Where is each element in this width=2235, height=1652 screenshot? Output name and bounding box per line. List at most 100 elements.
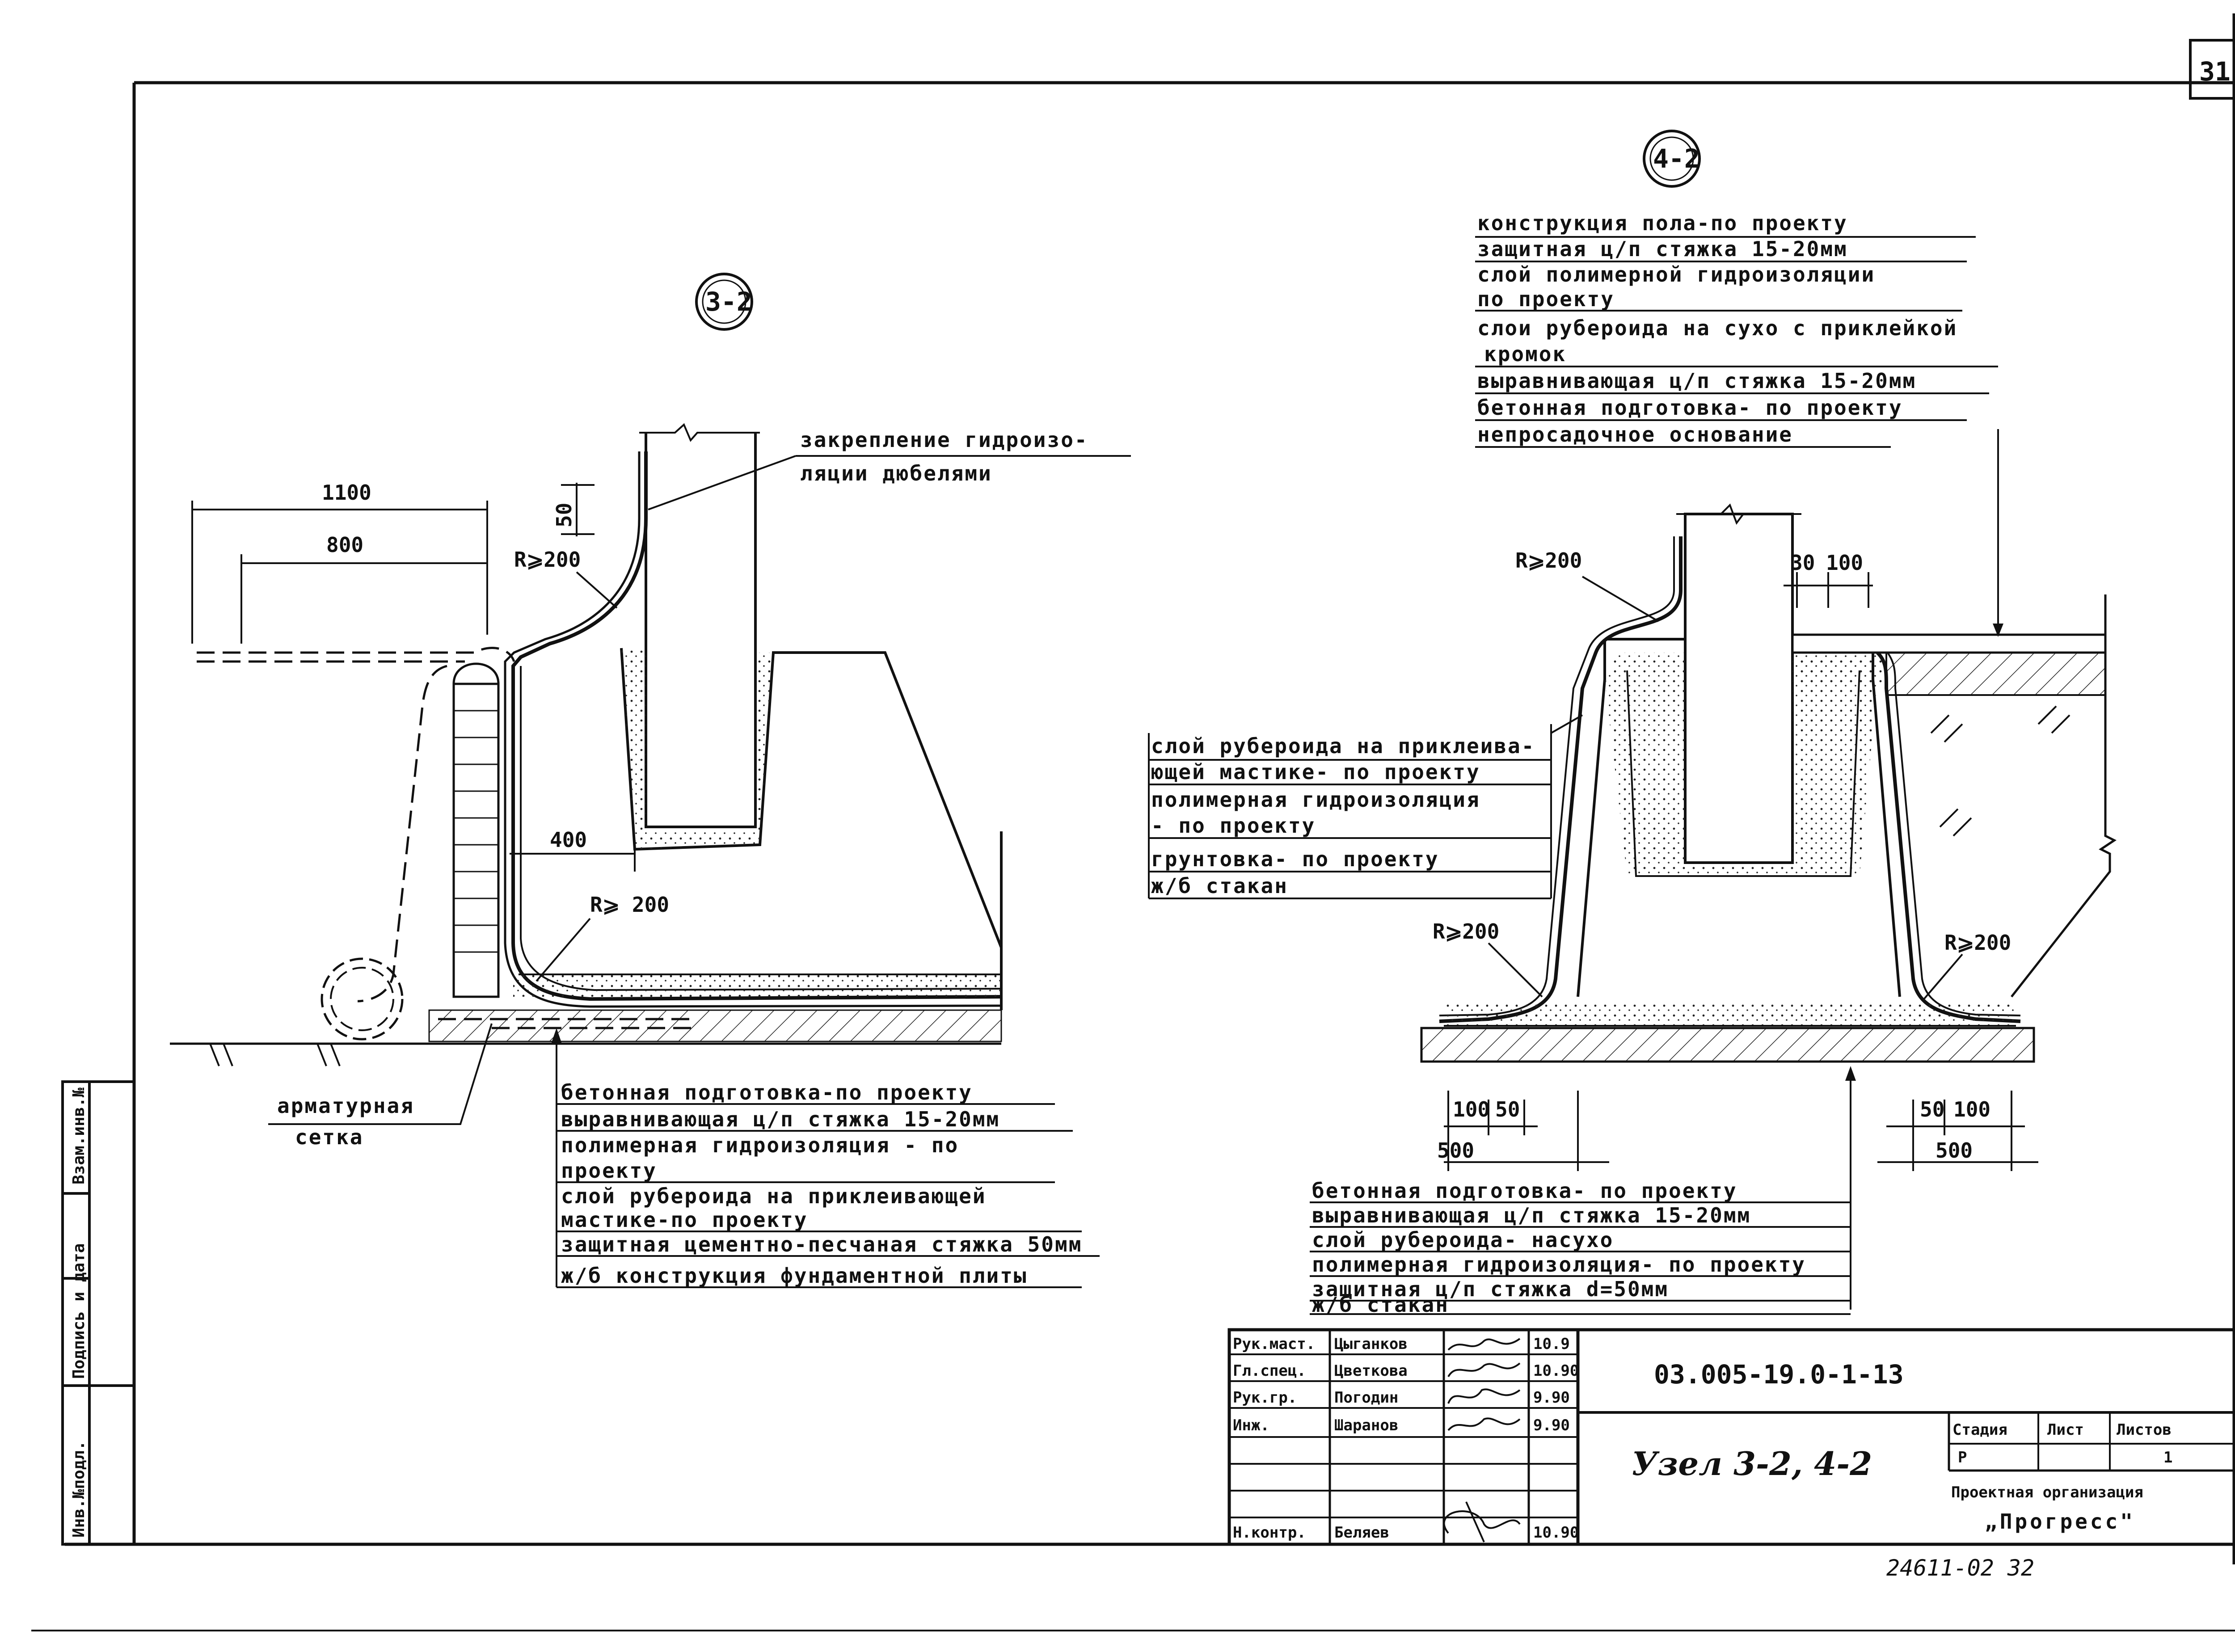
sheets-value: 1 xyxy=(2163,1449,2172,1467)
bottom-code: 24611-02 32 xyxy=(1886,1555,2034,1581)
column-4-2 xyxy=(1684,513,1794,864)
dim-1100: 1100 xyxy=(322,480,371,505)
tb-name-3: Погодин xyxy=(1334,1389,1398,1407)
layer-3-2-8: ж/б конструкция фундаментной плиты xyxy=(561,1264,1028,1288)
note-fastening-line-2: ляции дюбелями xyxy=(800,461,992,485)
note-fastening-line-1: закрепление гидроизо- xyxy=(800,428,1088,452)
base-layer-6: ж/б стакан xyxy=(1312,1293,1449,1317)
tb-name-2: Цветкова xyxy=(1334,1362,1408,1380)
floor-layer-2: защитная ц/п стяжка 15-20мм xyxy=(1477,237,1848,261)
doc-code: 03.005-19.0-1-13 xyxy=(1654,1359,1904,1390)
radius-bottom-3-2: R⩾ 200 xyxy=(590,893,669,917)
wall-layer-1: слой рубероида на приклеива- xyxy=(1151,734,1535,758)
side-stamp-cell-2: Подпись и дата xyxy=(70,1243,88,1379)
tb-role-1: Рук.маст. xyxy=(1233,1335,1315,1353)
node-4-2-base-layers: бетонная подготовка- по проекту выравнив… xyxy=(1310,1179,1851,1317)
title-block-rows: Рук.маст. Цыганков 10.9 Гл.спец. Цветков… xyxy=(1233,1335,1579,1542)
title-block xyxy=(1227,1328,2235,1546)
slab-band-3-2 xyxy=(513,974,1001,997)
wall-layer-6: ж/б стакан xyxy=(1151,874,1288,898)
dim-800: 800 xyxy=(326,533,363,557)
tb-name-5: Беляев xyxy=(1334,1524,1389,1542)
radius-top-4-2: R⩾200 xyxy=(1515,548,1582,573)
node-3-2-marker: 3-2 xyxy=(705,287,752,317)
layer-3-2-6: мастике-по проекту xyxy=(561,1208,808,1232)
tb-date-5: 10.90 xyxy=(1533,1524,1579,1542)
tb-date-1: 10.9 xyxy=(1533,1335,1570,1353)
tb-date-2: 10.90 xyxy=(1533,1362,1579,1380)
node-4-2-wall-layers: слой рубероида на приклеива- ющей мастик… xyxy=(1148,733,1551,899)
layer-3-2-3: полимерная гидроизоляция - по xyxy=(561,1133,959,1157)
org-line-1: Проектная организация xyxy=(1951,1483,2143,1501)
dim-4-2-right-50: 50 xyxy=(1920,1097,1944,1121)
floor-layer-6: кромок xyxy=(1484,342,1566,366)
sheet-number: 31 xyxy=(2199,56,2231,87)
sheet-number-box: 31 xyxy=(2189,39,2235,100)
layer-3-2-5: слой рубероида на приклеивающей xyxy=(561,1184,987,1208)
node-4-2: 4-2 R⩾200 R⩾2 xyxy=(1420,130,2117,1310)
dim-4-2-left-500: 500 xyxy=(1437,1138,1474,1163)
drain-outline-3-2 xyxy=(197,647,515,1003)
tb-role-4: Инж. xyxy=(1233,1416,1269,1434)
side-stamp-cell-3: Взам.инв.№ xyxy=(70,1087,88,1184)
floor-layer-8: бетонная подготовка- по проекту xyxy=(1477,396,1903,420)
base-layer-1: бетонная подготовка- по проекту xyxy=(1312,1179,1737,1203)
side-stamp xyxy=(61,1080,134,1546)
node-3-2-layer-list: бетонная подготовка-по проекту выравнива… xyxy=(557,1080,1100,1288)
node-4-2-marker-circle xyxy=(1643,130,1701,188)
drawing-title: Узел 3-2, 4-2 xyxy=(1632,1445,1872,1483)
wall-layer-3: полимерная гидроизоляция xyxy=(1151,788,1480,812)
stage-value: Р xyxy=(1958,1449,1967,1467)
signatures xyxy=(1443,1338,1521,1542)
dim-4-2-100: 100 xyxy=(1826,551,1863,575)
dim-4-2-left-50: 50 xyxy=(1495,1097,1520,1121)
dim-4-2-left-100: 100 xyxy=(1453,1097,1490,1121)
radius-right-4-2: R⩾200 xyxy=(1944,931,2011,955)
mesh-label-line-2: сетка xyxy=(295,1125,363,1149)
mesh-label-line-1: арматурная xyxy=(277,1094,414,1118)
wall-layer-5: грунтовка- по проекту xyxy=(1151,847,1439,871)
layer-3-2-2: выравнивающая ц/п стяжка 15-20мм xyxy=(561,1107,1000,1131)
wall-layer-2: ющей мастике- по проекту xyxy=(1151,760,1480,784)
node-3-2: 3-2 xyxy=(170,273,1131,1287)
base-layer-3: слой рубероида- насухо xyxy=(1312,1228,1614,1252)
tb-name-1: Цыганков xyxy=(1334,1335,1408,1353)
floor-layer-1: конструкция пола-по проекту xyxy=(1477,211,1848,235)
node-3-2-marker-circle xyxy=(695,273,753,331)
sheet-header: Лист xyxy=(2047,1421,2084,1439)
sheet-frame xyxy=(31,13,2235,1631)
tb-role-5: Н.контр. xyxy=(1233,1524,1306,1542)
base-slab-4-2 xyxy=(1420,1027,2035,1063)
radius-top-3-2: R⩾200 xyxy=(514,548,581,572)
floor-screed-4-2 xyxy=(1791,633,2107,654)
drain-pipe-3-2 xyxy=(320,957,404,1041)
base-layer-4: полимерная гидроизоляция- по проекту xyxy=(1312,1252,1806,1277)
node-4-2-floor-layers: конструкция пола-по проекту защитная ц/п… xyxy=(1475,211,1998,448)
floor-layer-7: выравнивающая ц/п стяжка 15-20мм xyxy=(1477,369,1916,393)
column-3-2 xyxy=(645,434,757,828)
layer-3-2-4: проекту xyxy=(561,1159,657,1183)
base-layer-5: защитная ц/п стяжка d=50мм xyxy=(1312,1277,1669,1301)
grout-4-2 xyxy=(1605,653,1877,876)
tb-name-4: Шаранов xyxy=(1334,1416,1398,1434)
dim-4-2-30: 30 xyxy=(1790,551,1815,575)
dim-400: 400 xyxy=(550,828,587,852)
dim-4-2-right-500: 500 xyxy=(1936,1138,1973,1163)
wall-layer-4: - по проекту xyxy=(1151,813,1316,838)
concrete-prep-3-2 xyxy=(428,1009,1002,1042)
floor-layer-3: слой полимерной гидроизоляции xyxy=(1477,262,1875,287)
floor-layer-9: непросадочное основание xyxy=(1477,422,1793,447)
base-layer-2: выравнивающая ц/п стяжка 15-20мм xyxy=(1312,1203,1751,1227)
org-line-2: „Прогресс" xyxy=(1985,1509,2135,1534)
tb-date-3: 9.90 xyxy=(1533,1389,1570,1407)
node-4-2-marker: 4-2 xyxy=(1653,143,1700,174)
dim-4-2-right-100: 100 xyxy=(1953,1097,1990,1121)
floor-layer-5: слои рубероида на сухо с приклейкой xyxy=(1477,316,1957,340)
tb-date-4: 9.90 xyxy=(1533,1416,1570,1434)
floor-layer-4: по проекту xyxy=(1477,287,1615,311)
stage-header: Стадия xyxy=(1952,1421,2007,1439)
dim-50: 50 xyxy=(552,503,576,527)
layer-3-2-7: защитная цементно-песчаная стяжка 50мм xyxy=(561,1232,1082,1256)
sheets-header: Листов xyxy=(2117,1421,2172,1439)
